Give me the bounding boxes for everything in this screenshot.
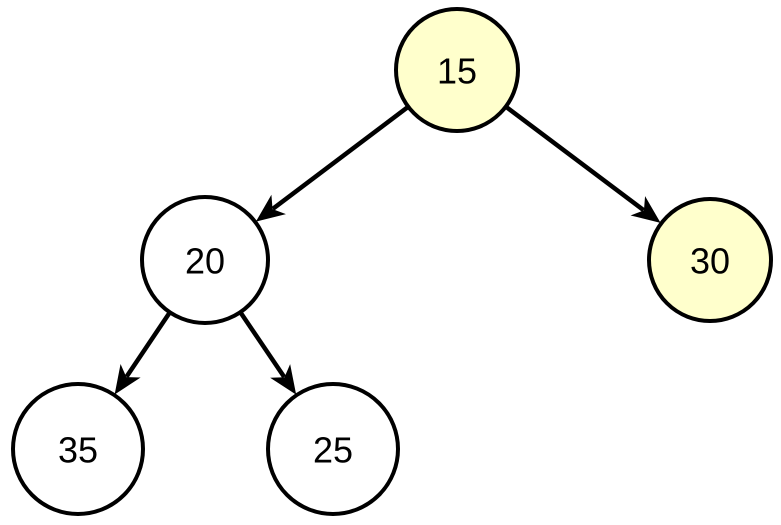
edge-arrowhead-icon: [255, 194, 286, 222]
node-label: 35: [58, 430, 98, 471]
tree-edge: [505, 105, 661, 223]
tree-node-25[interactable]: 25: [266, 382, 400, 516]
edge-arrowhead-icon: [630, 196, 661, 223]
edge-arrowhead-icon: [270, 364, 297, 395]
tree-node-20[interactable]: 20: [140, 195, 270, 325]
node-label: 20: [185, 241, 225, 282]
node-circle[interactable]: [140, 195, 270, 325]
tree-edge: [255, 105, 409, 222]
edge-arrowhead-icon: [114, 363, 141, 395]
node-circle[interactable]: [266, 382, 400, 516]
edge-line: [124, 311, 172, 379]
tree-node-30[interactable]: 30: [647, 197, 773, 323]
edge-line: [239, 311, 287, 379]
node-circle[interactable]: [394, 7, 520, 133]
node-label: 15: [437, 51, 477, 92]
node-label: 25: [313, 430, 353, 471]
tree-edge: [239, 311, 297, 395]
edge-line: [505, 105, 645, 212]
edges-layer: [114, 105, 661, 395]
edge-line: [271, 105, 409, 211]
node-circle[interactable]: [647, 197, 773, 323]
tree-edge: [114, 311, 172, 395]
tree-node-15[interactable]: 15: [394, 7, 520, 133]
node-circle[interactable]: [11, 382, 145, 516]
node-label: 30: [690, 241, 730, 282]
nodes-layer: 15 20 30 35 25: [11, 7, 773, 516]
tree-node-35[interactable]: 35: [11, 382, 145, 516]
